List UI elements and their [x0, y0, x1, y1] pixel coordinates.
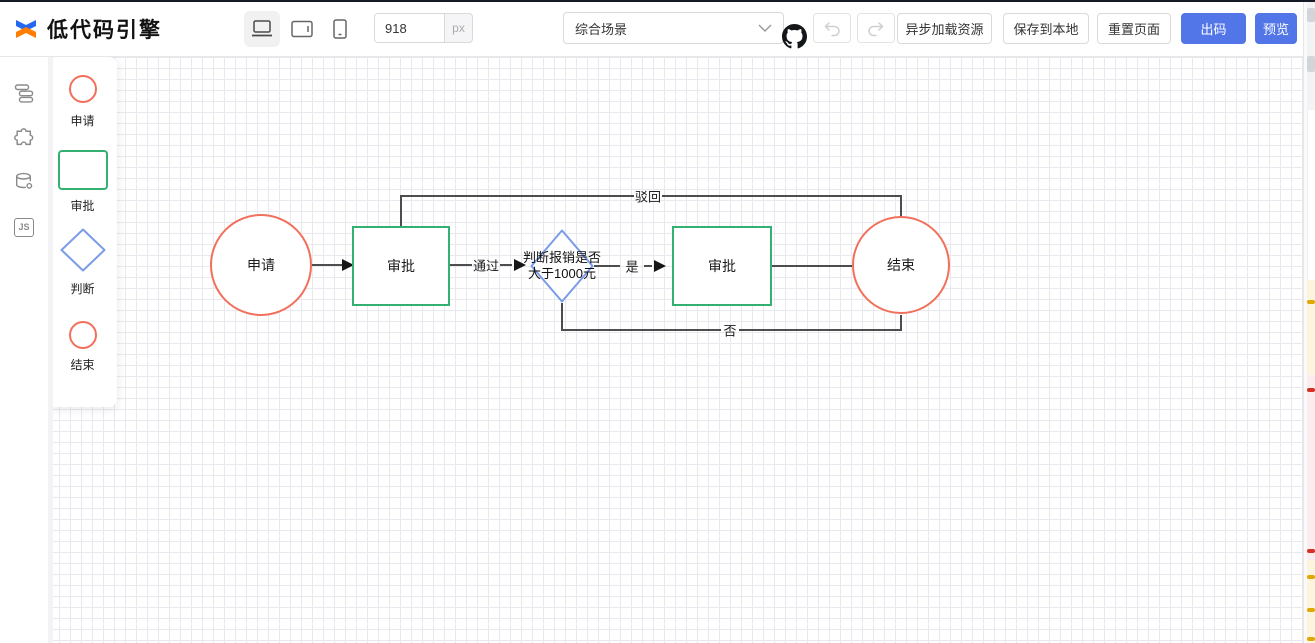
undo-button[interactable] — [813, 13, 851, 43]
flow-edges — [312, 195, 902, 331]
flow-node-label: 结束 — [887, 257, 915, 273]
canvas-width-input[interactable] — [374, 13, 445, 43]
flow-node-approve-1[interactable]: 审批 — [352, 226, 450, 306]
palette-shape-end[interactable] — [68, 321, 97, 349]
preview-button[interactable]: 预览 — [1255, 13, 1297, 44]
chevron-down-icon — [758, 24, 772, 32]
js-panel-icon-glyph: JS — [14, 217, 34, 237]
canvas-left-divider — [48, 57, 53, 643]
palette-shape-decision[interactable] — [60, 228, 106, 272]
app-title: 低代码引擎 — [47, 19, 162, 42]
plugin-icon[interactable] — [13, 126, 35, 148]
laptop-icon — [252, 20, 272, 37]
flow-node-decision[interactable] — [530, 229, 594, 303]
scenario-select-value: 综合场景 — [575, 21, 628, 37]
github-icon — [782, 24, 807, 49]
device-desktop-button[interactable] — [244, 11, 280, 47]
palette-shape-start[interactable] — [68, 75, 97, 103]
palette-label: 申请 — [70, 114, 95, 128]
device-tablet-button[interactable] — [284, 11, 320, 47]
reset-page-button[interactable]: 重置页面 — [1097, 13, 1171, 44]
flow-node-start[interactable]: 申请 — [210, 214, 312, 316]
out-code-button[interactable]: 出码 — [1181, 13, 1246, 44]
left-icon-rail: JS — [0, 57, 48, 643]
flow-node-decision-label: 判断报销是否 大于1000元 — [522, 250, 601, 281]
edge-label-reject: 驳回 — [634, 189, 662, 205]
edge-label-yes: 是 — [625, 259, 639, 275]
window-top-edge — [0, 0, 1315, 2]
async-load-resources-button[interactable]: 异步加载资源 — [897, 13, 992, 44]
topbar: 低代码引擎 px 综合场景 — [0, 0, 1315, 57]
outline-tree-icon[interactable] — [13, 82, 35, 104]
vertical-scrollbar[interactable] — [1303, 0, 1307, 643]
flow-node-approve-2[interactable]: 审批 — [672, 226, 772, 306]
palette-label: 审批 — [70, 199, 95, 213]
width-unit-addon: px — [444, 13, 473, 43]
flow-editor-canvas[interactable]: 申请 审批 判断 结束 — [48, 57, 1303, 643]
lowcode-engine-logo-icon — [16, 20, 36, 38]
palette-shape-approve[interactable] — [57, 150, 108, 190]
edge-label-pass: 通过 — [472, 258, 500, 274]
app-logo: 低代码引擎 — [13, 14, 162, 44]
palette-label: 判断 — [70, 282, 95, 296]
flow-node-label: 审批 — [708, 258, 736, 274]
undo-icon — [824, 21, 840, 36]
redo-button[interactable] — [857, 13, 895, 43]
scenario-select[interactable]: 综合场景 — [563, 12, 784, 44]
device-mobile-button[interactable] — [322, 11, 358, 47]
save-to-local-button[interactable]: 保存到本地 — [1003, 13, 1089, 44]
js-panel-icon[interactable]: JS — [13, 216, 35, 238]
mobile-icon — [333, 19, 347, 39]
github-link[interactable] — [782, 24, 807, 49]
flow-node-label: 审批 — [387, 258, 415, 274]
flow-node-label: 申请 — [247, 257, 275, 273]
shape-palette: 申请 审批 判断 结束 — [48, 57, 117, 407]
redo-icon — [868, 21, 884, 36]
edge-label-no: 否 — [723, 323, 737, 339]
right-edge-panel-sliver — [1307, 0, 1315, 643]
flow-node-end[interactable]: 结束 — [852, 216, 950, 314]
tablet-icon — [291, 20, 313, 38]
palette-label: 结束 — [70, 358, 95, 372]
datasource-icon[interactable] — [13, 170, 35, 192]
